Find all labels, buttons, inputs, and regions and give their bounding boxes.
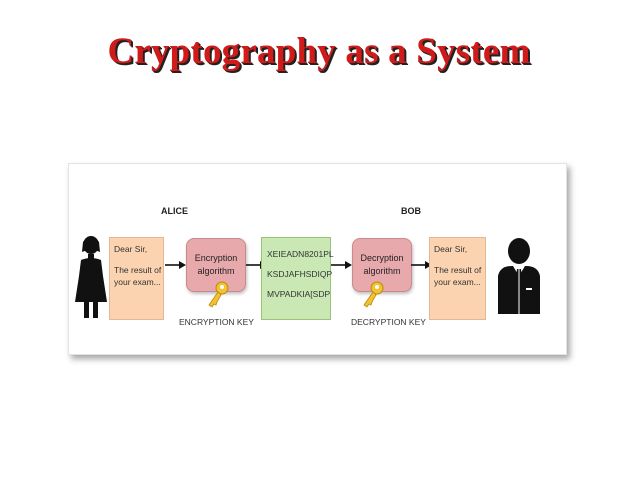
plaintext-line: Dear Sir, [434,244,468,254]
decryption-key-label: DECRYPTION KEY [351,317,426,327]
decryption-algo-line: Decryption [360,253,404,263]
decrypted-message-box: Dear Sir, The result of your exam... [429,237,486,320]
plaintext-line: The result of [434,265,482,275]
ciphertext-line: MVPADKIA[SDP [267,289,331,299]
ciphertext-box: XEIEADN8201PL KSDJAFHSDIQP MVPADKIA[SDP [261,237,334,320]
encryption-algo-line: algorithm [197,266,235,276]
encryption-algo-line: Encryption [194,253,238,263]
plaintext-line: The result of [114,265,162,275]
alice-person-icon [75,236,107,318]
alice-label: ALICE [161,206,188,216]
encryption-key-icon [208,281,229,308]
arrow-icon [331,261,352,269]
plaintext-line: your exam... [114,277,161,287]
crypto-diagram: ALICE BOB Dear Sir, The result of your e… [68,163,567,355]
plaintext-line: your exam... [434,277,481,287]
arrow-icon [165,261,186,269]
encryption-algorithm-box: Encryption algorithm [186,238,246,292]
bob-person-icon [498,238,540,314]
decryption-algo-line: algorithm [363,266,401,276]
bob-label: BOB [401,206,421,216]
ciphertext-line: XEIEADN8201PL [267,249,334,259]
arrow-icon [411,261,432,269]
ciphertext-line: KSDJAFHSDIQP [267,269,333,279]
plaintext-line: Dear Sir, [114,244,148,254]
encryption-key-label: ENCRYPTION KEY [179,317,254,327]
slide-title: Cryptography as a System [107,31,531,72]
decryption-key-icon [363,281,384,308]
plaintext-message-box: Dear Sir, The result of your exam... [109,237,164,320]
